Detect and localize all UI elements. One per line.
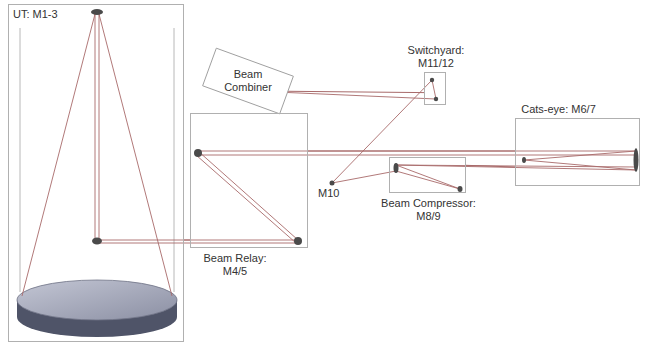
node-label: Cats-eye: M6/7 <box>519 103 599 116</box>
tube-wall <box>174 28 175 292</box>
tube-wall <box>20 28 21 292</box>
node-label: Beam Relay: M4/5 <box>195 252 275 278</box>
secondary-mirror <box>91 9 103 15</box>
beam-compressor-box: Beam Compressor: M8/9 <box>389 157 466 193</box>
node-label: Beam Combiner <box>213 68 283 94</box>
beam-relay-box: Beam Relay: M4/5 <box>190 113 308 248</box>
switchyard-mirror <box>430 78 434 82</box>
beam-connector <box>308 151 515 152</box>
switchyard-mirror <box>434 97 438 101</box>
compressor-mirror <box>394 163 399 173</box>
mirror-label: M10 <box>318 187 339 200</box>
tertiary-mirror <box>92 238 102 245</box>
primary-mirror <box>17 280 177 320</box>
m10-mirror <box>330 181 335 186</box>
cats-eye-box: Cats-eye: M6/7 <box>515 118 640 186</box>
mirror-symbols <box>91 9 639 245</box>
node-label: Switchyard: M11/12 <box>396 44 476 70</box>
relay-mirror <box>194 149 202 157</box>
relay-mirror <box>294 237 302 245</box>
combiner-outline <box>203 48 294 114</box>
beam-lines <box>22 14 636 296</box>
cats-eye-mirror <box>634 148 639 172</box>
cats-eye-mirror <box>522 157 526 163</box>
node-label: Beam Compressor: M8/9 <box>374 197 484 223</box>
beam-combiner-box: Beam Combiner <box>203 50 293 112</box>
node-label: UT: M1-3 <box>13 8 133 21</box>
compressor-mirror <box>458 186 463 192</box>
switchyard-box: Switchyard: M11/12 <box>424 72 446 105</box>
beam-connector <box>279 91 424 92</box>
beam-connector <box>466 165 515 167</box>
telescope-box: UT: M1-3 <box>8 4 184 342</box>
